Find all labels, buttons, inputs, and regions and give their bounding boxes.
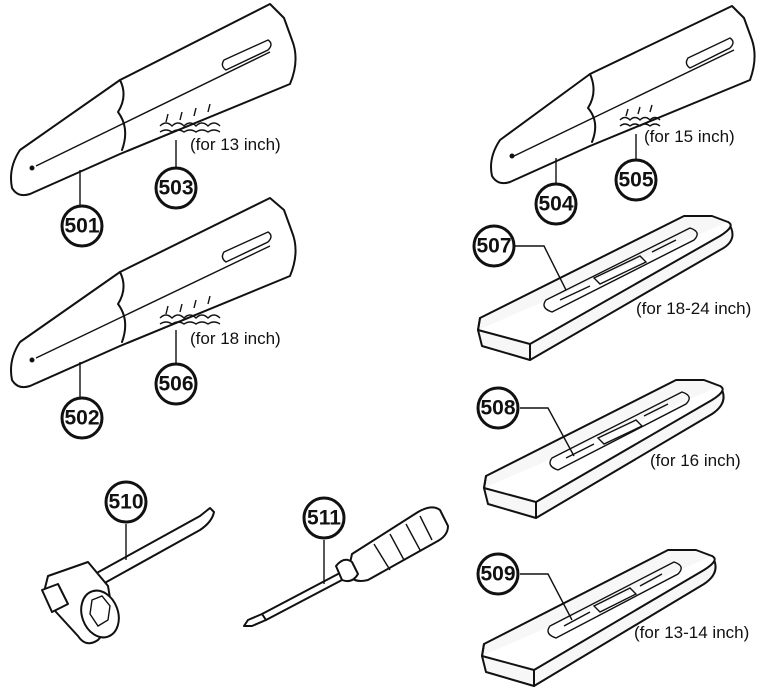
badge-502: 502 — [60, 396, 104, 440]
note-505: (for 15 inch) — [644, 127, 735, 146]
badge-508-label: 508 — [480, 397, 515, 420]
badge-511: 511 — [302, 496, 346, 540]
badge-507-label: 507 — [476, 235, 511, 258]
leader-lines — [79, 134, 637, 621]
badge-504-label: 504 — [538, 193, 573, 216]
note-503: (for 13 inch) — [190, 135, 281, 154]
badge-507: 507 — [472, 224, 516, 268]
screwdriver-511 — [243, 506, 449, 627]
badge-509-label: 509 — [480, 563, 515, 586]
note-506: (for 18 inch) — [190, 329, 281, 348]
badge-505: 505 — [614, 158, 658, 202]
badge-506: 506 — [154, 362, 198, 406]
combination-wrench-510 — [41, 507, 215, 645]
guide-bar-501 — [10, 3, 297, 197]
badge-509: 509 — [476, 552, 520, 596]
chain-506 — [159, 295, 221, 325]
note-508: (for 16 inch) — [650, 451, 741, 470]
badge-506-label: 506 — [158, 373, 193, 396]
bar-cover-509 — [481, 549, 717, 687]
bar-cover-507 — [477, 215, 734, 361]
badge-501-label: 501 — [64, 215, 99, 238]
badge-505-label: 505 — [618, 169, 653, 192]
guide-bar-502 — [10, 197, 297, 389]
chain-503 — [159, 103, 221, 133]
badge-511-label: 511 — [307, 507, 341, 530]
bar-cover-508 — [483, 379, 725, 519]
note-507: (for 18-24 inch) — [636, 299, 751, 318]
badge-504: 504 — [534, 182, 578, 226]
badge-503-label: 503 — [158, 177, 193, 200]
badge-502-label: 502 — [64, 407, 99, 430]
badge-508: 508 — [476, 386, 520, 430]
badge-503: 503 — [154, 166, 198, 210]
chain-505 — [619, 104, 661, 127]
badge-510-label: 510 — [108, 491, 143, 514]
note-509: (for 13-14 inch) — [634, 623, 749, 642]
guide-bar-504 — [490, 5, 756, 185]
badge-501: 501 — [60, 204, 104, 248]
badge-510: 510 — [104, 480, 148, 524]
